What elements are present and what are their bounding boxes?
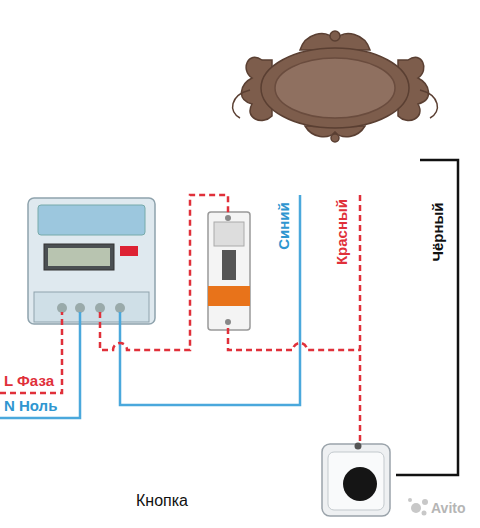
terminal-screw: [355, 443, 362, 450]
phase-label: L Фаза: [4, 372, 54, 389]
neutral-out-wire: [120, 195, 300, 405]
wire-color-label: Чёрный: [429, 200, 446, 263]
wire-color-label: Красный: [333, 197, 350, 267]
watermark: Avito: [431, 500, 465, 516]
button-knob: [343, 467, 377, 501]
wires: [0, 160, 458, 475]
circuit-breaker: [208, 212, 250, 330]
phase-meter-breaker-wire: [100, 195, 228, 350]
neutral-in-wire: [0, 312, 80, 418]
phase-in-wire: [0, 312, 62, 393]
wire-color-label: Синий: [275, 200, 292, 252]
electricity-meter: [28, 198, 155, 324]
button-face: [328, 452, 384, 510]
button-caption: Кнопка: [136, 492, 404, 510]
button-housing: [322, 444, 390, 516]
phase-breaker-out-wire: [228, 328, 360, 350]
push-button: Кнопка: [130, 440, 398, 524]
ornament-panel: [233, 31, 438, 142]
watermark-icon: [408, 498, 428, 516]
button-symbol: [318, 440, 398, 524]
neutral-label: N Ноль: [4, 397, 57, 414]
black-wire: [396, 160, 458, 475]
red-wire: [359, 195, 362, 442]
